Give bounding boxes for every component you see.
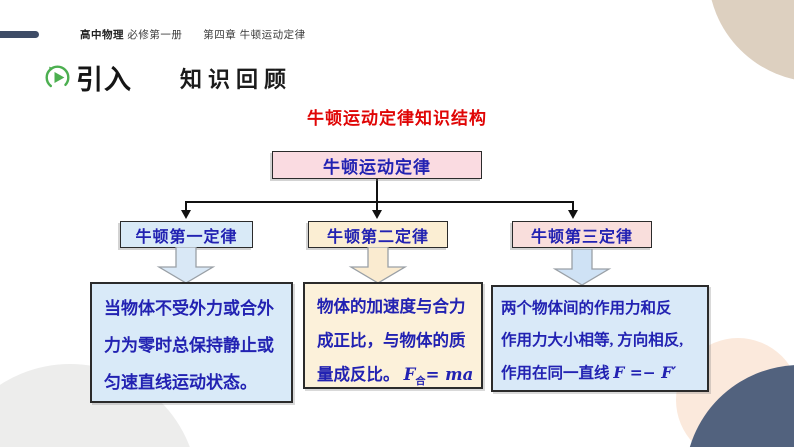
desc-law2-line3: 量成反比。 F合= ma (317, 365, 474, 388)
node-law3-label: 牛顿第三定律 (530, 228, 633, 246)
decor-circle-top-right (708, 0, 794, 82)
node-root-label: 牛顿运动定律 (323, 157, 431, 177)
desc-law2-line2: 成正比，与物体的质 (317, 331, 466, 350)
node-law2[interactable]: 牛顿第二定律 (308, 221, 448, 248)
block-arrow-law1 (156, 247, 216, 284)
node-law1[interactable]: 牛顿第一定律 (120, 221, 253, 248)
desc-law2-line1: 物体的加速度与合力 (317, 297, 466, 316)
header-breadcrumb: 高中物理 必修第一册 第四章 牛顿运动定律 (80, 27, 306, 42)
formula-third-law: F =− F′ (613, 363, 677, 382)
section-subtitle: 知识回顾 (180, 66, 293, 92)
section-header: 引入 知识回顾 (44, 58, 292, 97)
play-circle-icon (45, 65, 70, 90)
node-law1-label: 牛顿第一定律 (135, 228, 238, 246)
desc-law3-line1: 两个物体间的作用力和反 (501, 300, 672, 317)
node-law2-label: 牛顿第二定律 (326, 228, 429, 246)
desc-law1-line3: 匀速直线运动状态。 (104, 373, 257, 392)
block-arrow-law2 (348, 247, 408, 284)
node-law3[interactable]: 牛顿第三定律 (512, 221, 652, 248)
desc-law3-line3: 作用在同一直线 F =− F′ (501, 363, 677, 382)
diagram-title: 牛顿运动定律知识结构 (307, 109, 487, 128)
block-arrow-law3 (552, 249, 612, 286)
desc-law3-line2: 作用力大小相等, 方向相反, (501, 332, 684, 349)
desc-law2: 物体的加速度与合力 成正比，与物体的质 量成反比。 F合= ma (303, 282, 483, 389)
desc-law1-line2: 力为零时总保持静止或 (104, 336, 274, 355)
node-root[interactable]: 牛顿运动定律 (272, 151, 482, 179)
formula-second-law: F合= ma (403, 365, 474, 388)
desc-law1-line1: 当物体不受外力或合外 (104, 299, 274, 318)
header-chapter: 第四章 牛顿运动定律 (203, 29, 306, 41)
header-accent-bar (0, 31, 39, 38)
desc-law1: 当物体不受外力或合外 力为零时总保持静止或 匀速直线运动状态。 (90, 282, 293, 403)
header-course: 高中物理 (80, 29, 124, 41)
section-label: 引入 (76, 65, 132, 95)
desc-law3: 两个物体间的作用力和反 作用力大小相等, 方向相反, 作用在同一直线 F =− … (491, 285, 709, 392)
header-book: 必修第一册 (127, 29, 183, 41)
